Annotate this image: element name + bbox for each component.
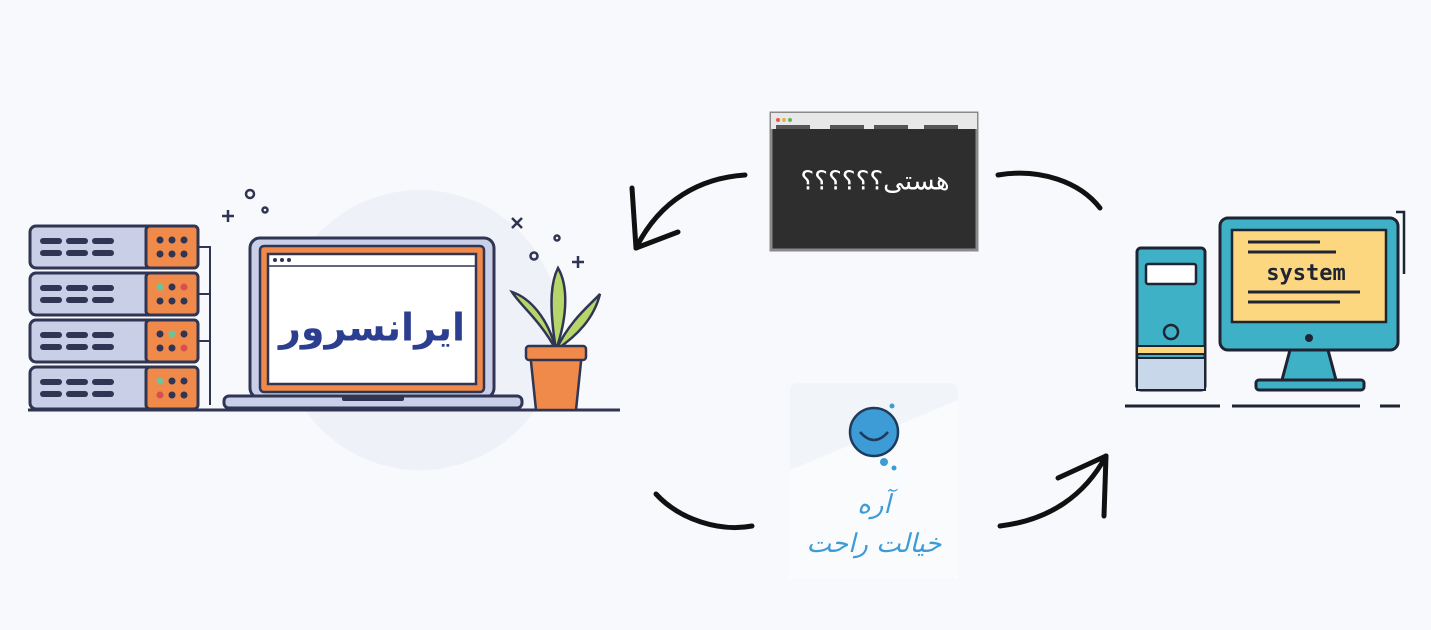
- desktop-computer-icon: [1135, 210, 1406, 392]
- server-rack-icon: [28, 224, 211, 411]
- laptop-logo-text: ایرانسرور: [277, 306, 465, 351]
- server-unit: [28, 224, 200, 270]
- terminal-window: [769, 111, 979, 252]
- laptop-icon: [222, 236, 524, 410]
- arrow-to-server-icon: [629, 172, 748, 251]
- plant-icon: [509, 265, 602, 412]
- curve-line: [653, 491, 755, 531]
- close-dot-icon: [776, 118, 780, 122]
- curve-line: [995, 170, 1103, 211]
- server-unit: [28, 318, 200, 364]
- answer-card: [790, 383, 958, 578]
- terminal-text: هستی؟؟؟؟؟؟: [800, 167, 949, 197]
- sparkle-icon: [222, 188, 584, 268]
- answer-line-2: خیالت راحت: [807, 529, 943, 559]
- server-unit: [28, 271, 200, 317]
- server-unit: [28, 365, 200, 411]
- smile-icon: [848, 406, 900, 458]
- monitor-screen-text: system: [1266, 261, 1345, 286]
- arrow-to-computer-icon: [997, 453, 1109, 529]
- cable-line: [198, 246, 211, 405]
